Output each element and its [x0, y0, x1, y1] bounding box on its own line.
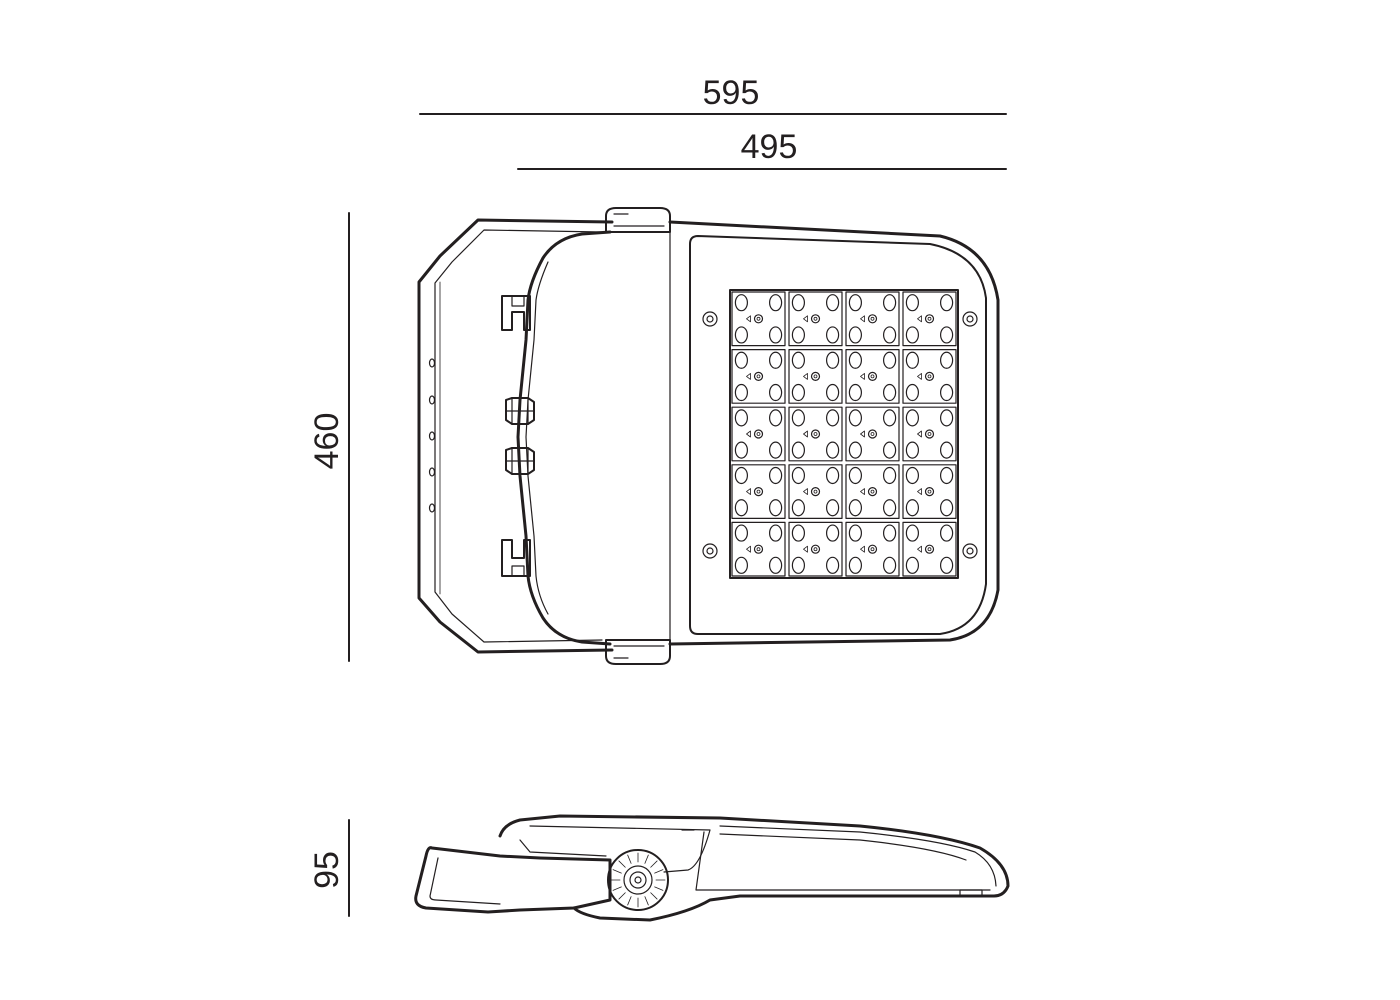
side-bracket-arm [414, 846, 612, 914]
cable-gland-top [505, 397, 535, 425]
led-array [731, 291, 957, 577]
main-body-outline [668, 220, 1000, 646]
led-module [902, 349, 957, 404]
led-module [845, 406, 900, 462]
led-module [731, 406, 786, 462]
led-module [845, 291, 900, 347]
dimension-depth: 95 [308, 819, 350, 917]
dimension-depth-label: 95 [308, 851, 346, 889]
mounting-bracket-outline [417, 218, 614, 654]
led-module [731, 464, 786, 519]
rear-housing-outline [516, 230, 612, 646]
led-module [902, 406, 957, 462]
led-module [788, 291, 843, 347]
dimension-body-width-label: 495 [741, 128, 798, 166]
led-module [845, 521, 900, 577]
luminaire-side-view [414, 814, 1010, 922]
clip-top [501, 295, 531, 331]
led-module [788, 349, 843, 404]
dimension-overall-width: 595 [419, 74, 1007, 115]
led-module [731, 291, 786, 347]
led-module [788, 464, 843, 519]
dimension-overall-width-label: 595 [703, 74, 760, 112]
dimension-height: 460 [308, 212, 350, 662]
led-module [902, 521, 957, 577]
cover-screws [702, 311, 978, 559]
led-module [902, 291, 957, 347]
hinge-bottom [605, 639, 671, 665]
side-housing-outline [498, 814, 1010, 922]
optical-cover [689, 235, 987, 635]
led-module [845, 464, 900, 519]
dimension-body-width: 495 [517, 128, 1007, 170]
tilt-joint [607, 849, 669, 911]
bracket-holes [428, 358, 436, 513]
led-module [788, 406, 843, 462]
cable-gland-bottom [505, 447, 535, 475]
dimension-height-label: 460 [308, 413, 346, 470]
clip-bottom [501, 539, 531, 577]
led-module [788, 521, 843, 577]
led-module [902, 464, 957, 519]
hinge-top [605, 207, 671, 233]
luminaire-top-view [417, 207, 1000, 665]
led-module [731, 521, 786, 577]
led-module [731, 349, 786, 404]
led-module [845, 349, 900, 404]
led-array-frame [729, 289, 959, 579]
